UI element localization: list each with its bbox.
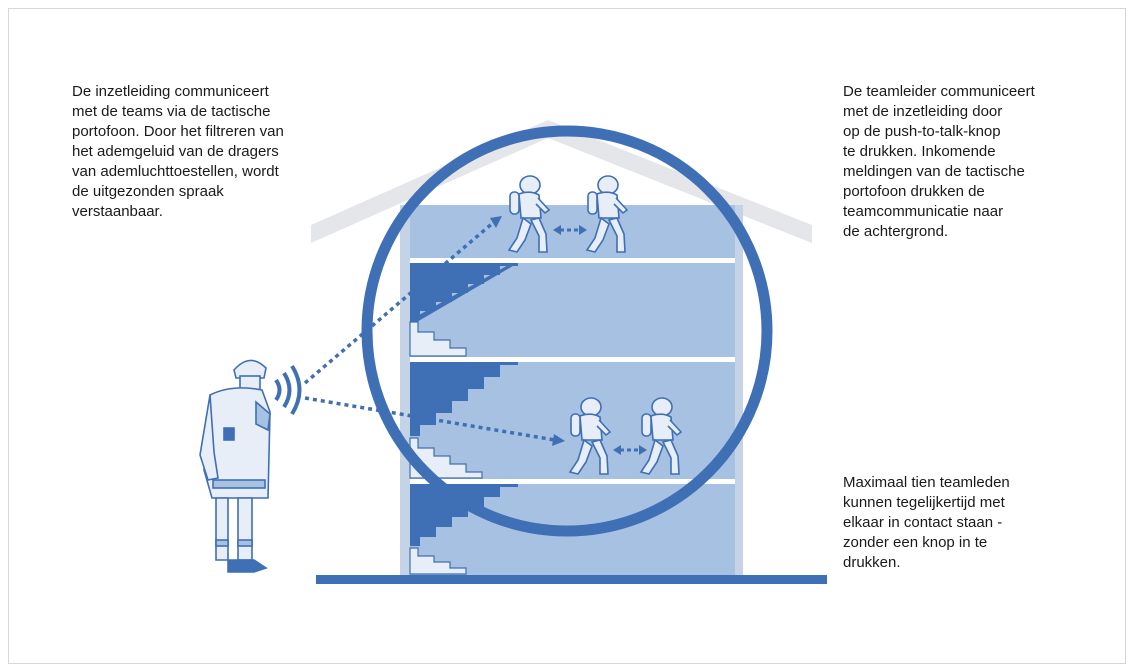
text-commander-communication: De inzetleiding communiceert met de team…	[72, 83, 284, 220]
firefighter-commander-icon	[199, 359, 271, 573]
illustration-frame	[8, 8, 1126, 664]
stairs-1	[409, 263, 518, 357]
two-way-arrow-icon	[613, 445, 647, 455]
radio-waves-icon	[274, 364, 302, 416]
two-way-arrow-icon	[553, 225, 587, 235]
signal-line	[303, 220, 556, 442]
text-team-members-contact: Maximaal tien teamleden kunnen tegelijke…	[843, 474, 1010, 571]
roof	[311, 120, 812, 243]
stairs-3	[409, 484, 518, 575]
text-teamleader-communication: De teamleider communiceert met de inzetl…	[843, 83, 1035, 240]
floor-slab	[410, 258, 735, 263]
floor-slab	[410, 357, 735, 362]
floor-slab	[410, 479, 735, 484]
ground-line	[316, 575, 827, 584]
